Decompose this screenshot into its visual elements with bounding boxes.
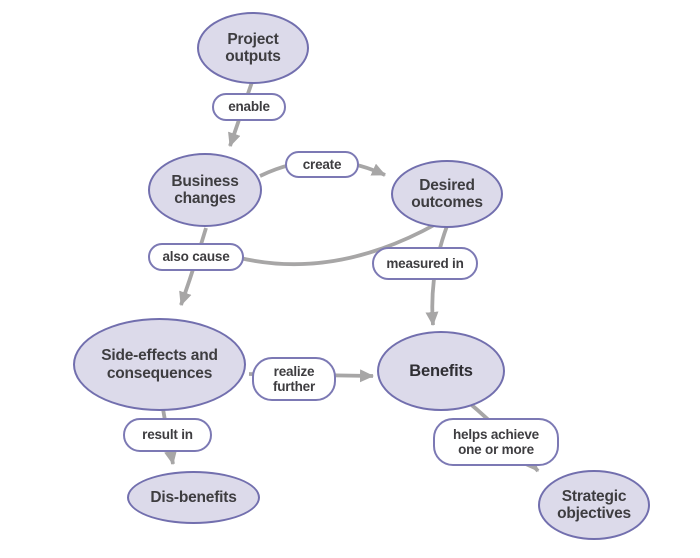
edge-label-result-in: result in (123, 418, 212, 452)
node-benefits: Benefits (377, 331, 505, 411)
edge-label-also-cause: also cause (148, 243, 244, 271)
node-strategic-objectives: Strategic objectives (538, 470, 650, 540)
edge-label-measured-in: measured in (372, 247, 478, 280)
node-desired-outcomes: Desired outcomes (391, 160, 503, 228)
node-project-outputs: Project outputs (197, 12, 309, 84)
node-dis-benefits: Dis-benefits (127, 471, 260, 524)
edge-label-helps-achieve-one-or-more: helps achieve one or more (433, 418, 559, 466)
edge-label-realize-further: realize further (252, 357, 336, 401)
node-business-changes: Business changes (148, 153, 262, 227)
node-side-effects-and-consequences: Side-effects and consequences (73, 318, 246, 411)
edge-label-enable: enable (212, 93, 286, 121)
edge-label-create: create (285, 151, 359, 178)
edge-desired-outcomes-also-cause (239, 222, 437, 267)
